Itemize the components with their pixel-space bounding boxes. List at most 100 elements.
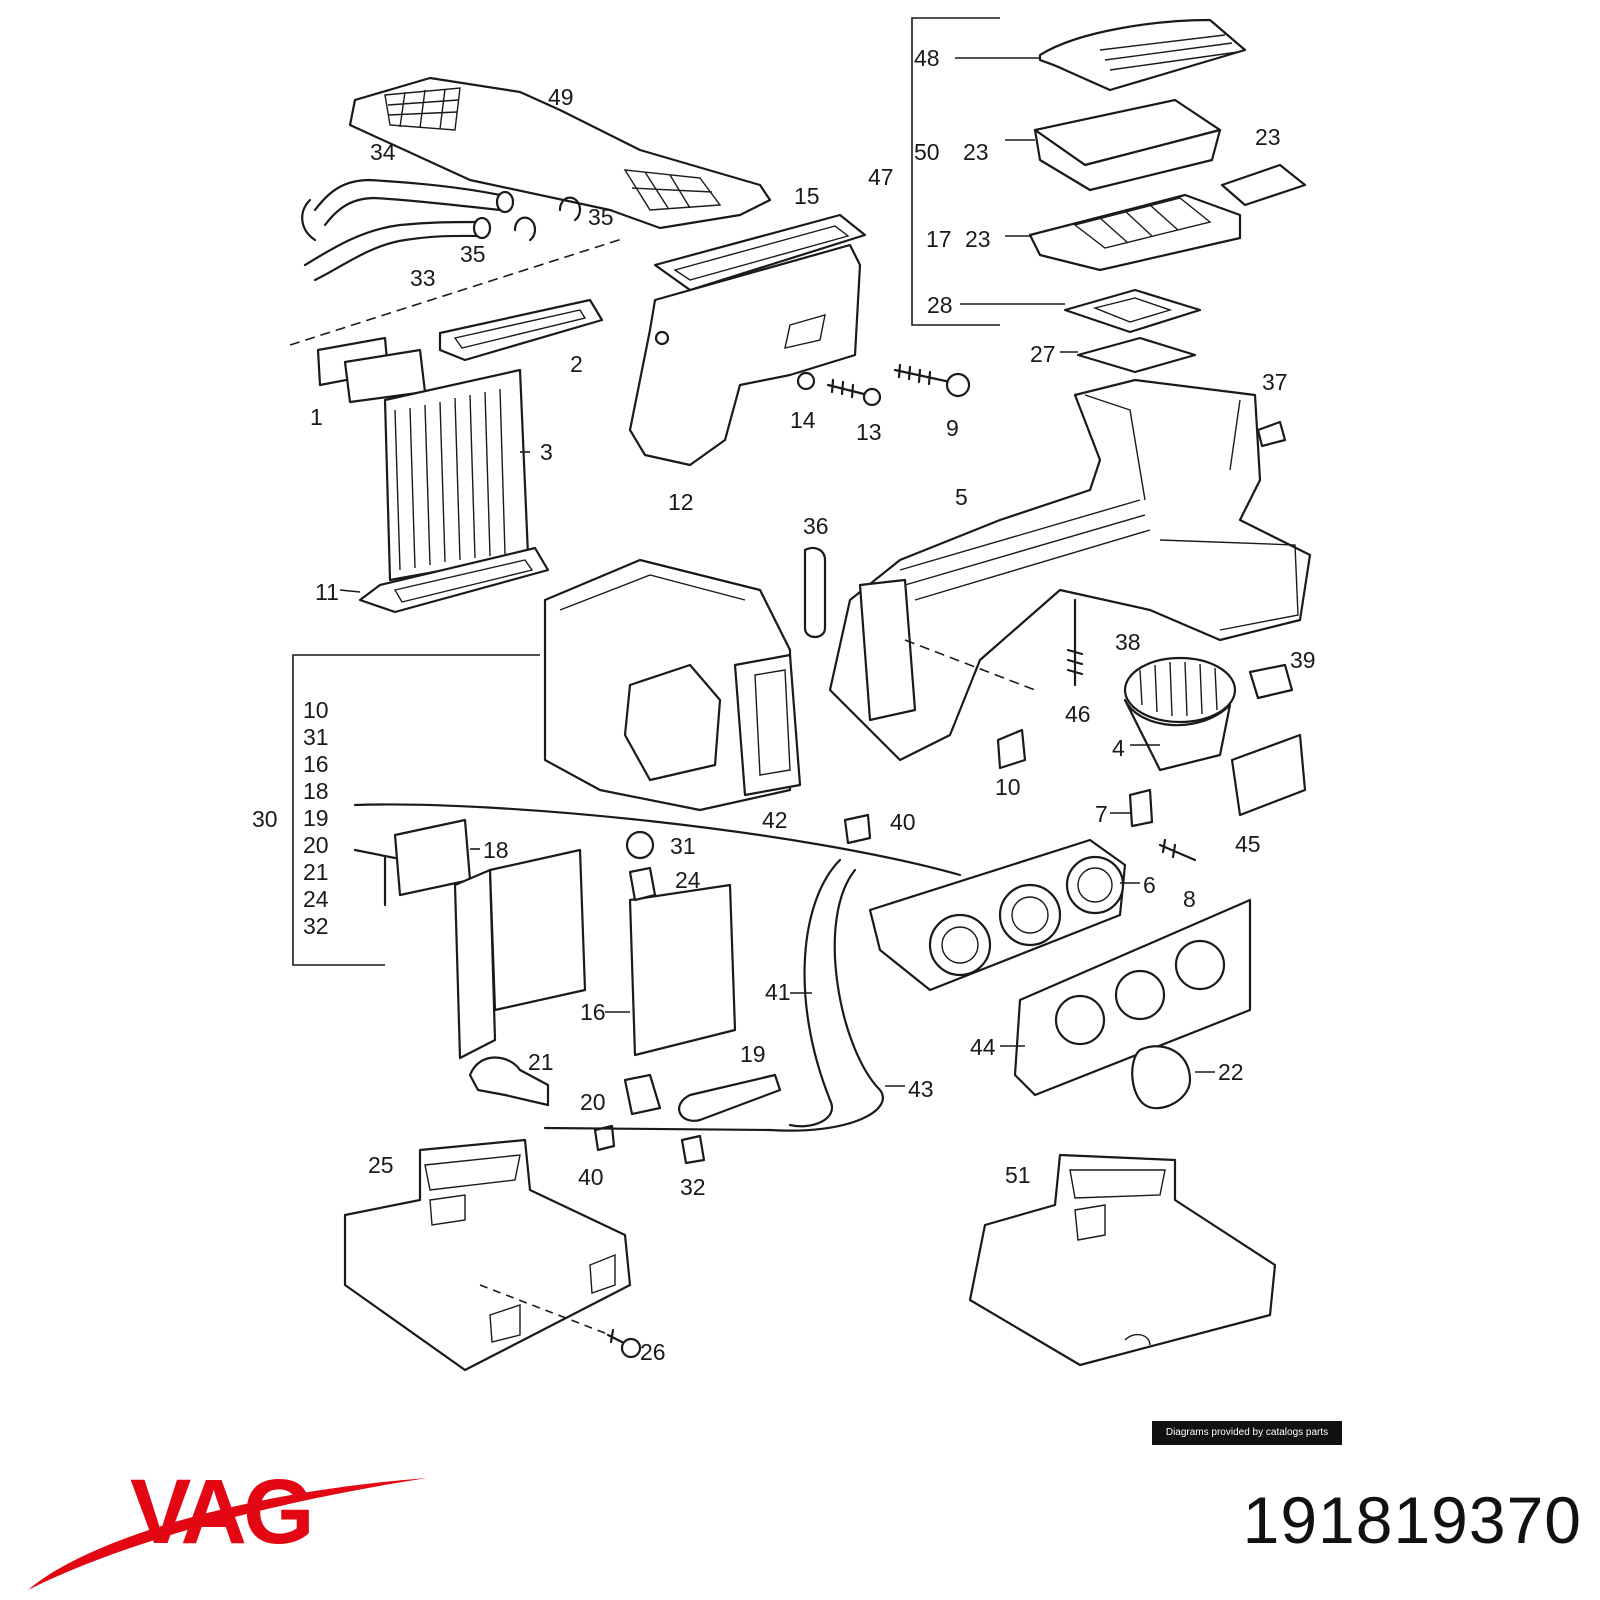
callout-32: 32 (680, 1174, 706, 1200)
callout-24: 24 (675, 867, 701, 893)
group30-item: 18 (303, 778, 329, 804)
callout-13: 13 (856, 419, 882, 445)
bracket-30 (292, 654, 540, 966)
callout-40: 40 (890, 809, 916, 835)
callout-9: 9 (946, 415, 959, 441)
callout-40: 40 (578, 1164, 604, 1190)
callout-45: 45 (1235, 831, 1261, 857)
callout-labels: 49 34 35 35 33 1 2 3 11 15 12 14 13 9 48… (252, 45, 1316, 1365)
part-36-seal (803, 546, 827, 639)
cable-41 (788, 858, 842, 1128)
part-39-cover (1248, 663, 1294, 700)
group30-item: 21 (303, 859, 329, 885)
part-8-screw (1158, 838, 1197, 862)
callout-1: 1 (310, 404, 323, 430)
callout-49: 49 (548, 84, 574, 110)
callout-34: 34 (370, 139, 396, 165)
leader-lines (339, 57, 1215, 1087)
part-15-12-air-duct (628, 213, 867, 467)
group30-item: 24 (303, 886, 329, 912)
part-4-blower-motor (1123, 656, 1237, 772)
part-number: 191819370 (1242, 1483, 1582, 1557)
part-37-cap (1256, 420, 1287, 448)
callout-11: 11 (315, 579, 339, 605)
callout-46: 46 (1065, 701, 1091, 727)
group30-item: 32 (303, 913, 329, 939)
callout-8: 8 (1183, 886, 1196, 912)
part-47-filter-housing-set (911, 17, 1307, 374)
cable-43 (543, 868, 884, 1132)
group30-item: 10 (303, 697, 329, 723)
callout-50: 50 (914, 139, 940, 165)
group30-item: 31 (303, 724, 329, 750)
callout-30: 30 (252, 806, 278, 832)
screws-14-13-9 (796, 363, 971, 407)
callout-12: 12 (668, 489, 694, 515)
part-20-knob (623, 1073, 662, 1116)
callout-35: 35 (588, 204, 614, 230)
callout-31: 31 (670, 833, 696, 859)
callout-6: 6 (1143, 872, 1156, 898)
part-7-bracket (1128, 788, 1154, 828)
callout-39: 39 (1290, 647, 1316, 673)
callout-47: 47 (868, 164, 894, 190)
callout-2: 2 (570, 351, 583, 377)
part-21-lever (468, 1056, 550, 1107)
part-plate-a (453, 868, 497, 1060)
part-5-38-air-distribution-housing (828, 378, 1312, 762)
part-22-knob (1131, 1045, 1192, 1110)
callout-15: 15 (794, 183, 820, 209)
callout-14: 14 (790, 407, 816, 433)
group-30-list: 10 31 16 18 19 20 21 24 32 (303, 697, 329, 939)
part-19-lever (678, 1073, 782, 1122)
callout-25: 25 (368, 1152, 394, 1178)
callout-16: 16 (580, 999, 606, 1025)
callout-36: 36 (803, 513, 829, 539)
part-25-lower-housing (343, 1138, 632, 1372)
callout-26: 26 (640, 1339, 666, 1365)
callout-23: 23 (1255, 124, 1281, 150)
callout-7: 7 (1095, 801, 1108, 827)
callout-22: 22 (1218, 1059, 1244, 1085)
callout-23: 23 (965, 226, 991, 252)
callout-4: 4 (1112, 735, 1125, 761)
group30-item: 16 (303, 751, 329, 777)
part-40-clip-lower (593, 1124, 616, 1152)
group30-item: 20 (303, 832, 329, 858)
callout-51: 51 (1005, 1162, 1031, 1188)
callout-19: 19 (740, 1041, 766, 1067)
part-44-control-panel (1013, 898, 1252, 1097)
vag-logo: VAG (28, 1461, 427, 1590)
vag-logo-text: VAG (130, 1461, 311, 1563)
callout-37: 37 (1262, 369, 1288, 395)
part-40-clip-upper (843, 813, 872, 845)
callout-20: 20 (580, 1089, 606, 1115)
part-24-clip (628, 866, 657, 902)
callout-5: 5 (955, 484, 968, 510)
part-32-clip (680, 1134, 706, 1165)
part-6-control-unit (868, 838, 1127, 992)
callout-28: 28 (927, 292, 953, 318)
callout-3: 3 (540, 439, 553, 465)
callout-44: 44 (970, 1034, 996, 1060)
part-1-2-3-11-heater-core (316, 298, 604, 614)
part-45-resistor (1230, 733, 1307, 817)
part-16-plate (628, 883, 737, 1057)
part-49-air-grille-panel (348, 76, 772, 230)
callout-38: 38 (1115, 629, 1141, 655)
part-plate-b (488, 848, 587, 1012)
callout-41: 41 (765, 979, 791, 1005)
part-51-lower-housing (968, 1153, 1277, 1367)
part-10-clip (996, 728, 1027, 770)
cable-42 (353, 803, 962, 877)
diagram-credit-badge: Diagrams provided by catalogs parts (1152, 1421, 1342, 1445)
callout-35: 35 (460, 241, 486, 267)
group30-item: 19 (303, 805, 329, 831)
part-34-33-heater-hoses (301, 178, 582, 282)
part-46-screw (1066, 598, 1084, 687)
callout-48: 48 (914, 45, 940, 71)
callout-33: 33 (410, 265, 436, 291)
callout-23: 23 (963, 139, 989, 165)
callout-42: 42 (762, 807, 788, 833)
